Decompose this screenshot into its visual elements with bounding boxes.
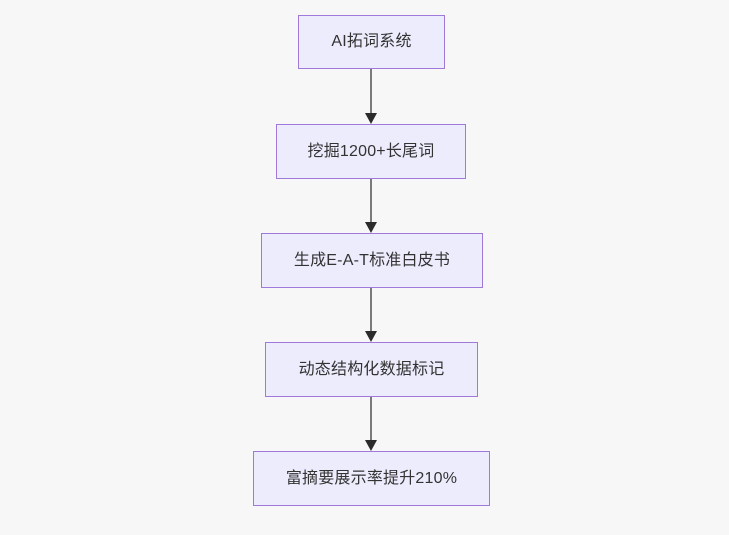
flow-node-label: 生成E-A-T标准白皮书 bbox=[293, 251, 451, 269]
flow-node-dynamic-structured-data-markup[interactable]: 动态结构化数据标记 bbox=[265, 342, 478, 397]
flow-node-label: 挖掘1200+长尾词 bbox=[307, 142, 435, 160]
arrowhead-icon bbox=[365, 440, 377, 451]
edge-node-4-to-node-5 bbox=[365, 397, 377, 451]
arrowhead-icon bbox=[365, 222, 377, 233]
arrowhead-icon bbox=[365, 113, 377, 124]
flow-node-label: 富摘要展示率提升210% bbox=[285, 469, 458, 487]
flow-node-mine-longtail-keywords[interactable]: 挖掘1200+长尾词 bbox=[276, 124, 466, 179]
arrowhead-icon bbox=[365, 331, 377, 342]
flow-node-label: AI拓词系统 bbox=[331, 33, 412, 51]
edge-node-1-to-node-2 bbox=[365, 69, 377, 124]
flow-node-rich-snippet-impression-lift[interactable]: 富摘要展示率提升210% bbox=[253, 451, 490, 506]
flow-node-generate-eat-whitepaper[interactable]: 生成E-A-T标准白皮书 bbox=[261, 233, 483, 288]
flow-node-label: 动态结构化数据标记 bbox=[298, 360, 445, 378]
edge-node-3-to-node-4 bbox=[365, 288, 377, 342]
edge-node-2-to-node-3 bbox=[365, 179, 377, 233]
flow-node-ai-keyword-system[interactable]: AI拓词系统 bbox=[298, 15, 445, 69]
